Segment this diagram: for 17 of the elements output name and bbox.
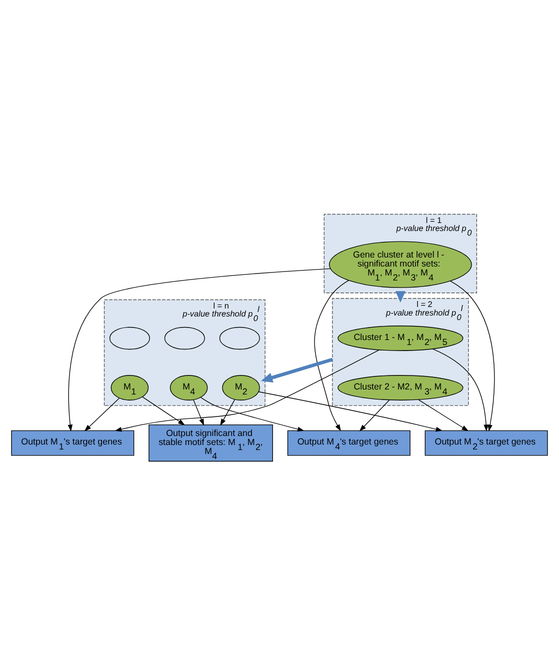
arrow bbox=[260, 357, 333, 382]
node-ellipse bbox=[219, 326, 260, 350]
arrow bbox=[432, 348, 488, 431]
arrow bbox=[114, 349, 380, 432]
arrow bbox=[314, 280, 350, 431]
arrow bbox=[220, 398, 236, 426]
arrow bbox=[68, 268, 331, 432]
node-ellipse bbox=[109, 326, 150, 350]
arrow bbox=[142, 396, 185, 425]
arrow bbox=[450, 280, 495, 432]
arrow bbox=[418, 398, 469, 431]
arrow bbox=[84, 397, 120, 431]
arrow bbox=[200, 396, 304, 431]
arrow bbox=[193, 399, 204, 426]
arrow bbox=[359, 399, 390, 431]
arrow bbox=[258, 390, 443, 432]
node-ellipse bbox=[164, 326, 205, 350]
